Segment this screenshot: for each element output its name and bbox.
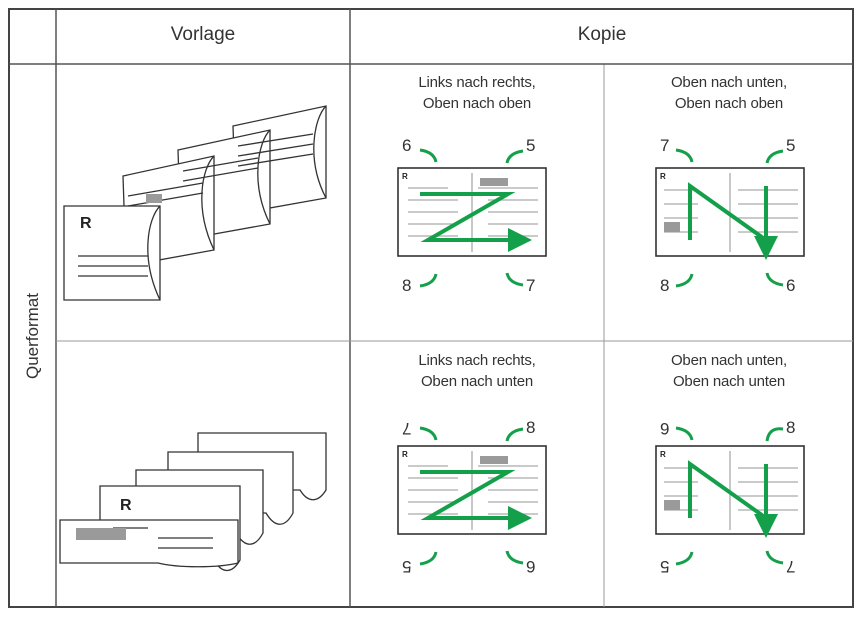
copy-letter: R	[660, 172, 666, 181]
page-number: 5	[402, 557, 412, 576]
original-letter-bottom: R	[120, 497, 132, 514]
corner-arrow-icon	[675, 551, 694, 566]
corner-arrow-icon	[505, 149, 524, 164]
corner-arrow-icon	[675, 426, 694, 441]
caption-cell-3: Links nach rechts,Oben nach unten	[418, 352, 536, 390]
copy-letter: R	[402, 450, 408, 459]
corner-arrow-icon	[505, 550, 524, 565]
page-number: 7	[402, 419, 412, 438]
header-original: Vorlage	[170, 24, 236, 45]
caption-cell-1: Links nach rechts,Oben nach oben	[418, 74, 536, 112]
page-number: 7	[660, 136, 670, 155]
page-number: 6	[660, 419, 670, 438]
copy-letter: R	[402, 172, 408, 181]
corner-arrow-icon	[765, 550, 784, 565]
corner-arrow-icon	[675, 273, 694, 288]
page-number: 6	[526, 557, 536, 576]
copy-diagram-3	[397, 445, 547, 535]
page-number: 7	[786, 557, 796, 576]
table-grid: R R	[8, 8, 854, 608]
row-label-landscape: Querformat	[23, 293, 42, 379]
corner-arrow-icon	[419, 148, 438, 163]
header-copy: Kopie	[577, 24, 627, 45]
original-pages-illustration-top	[63, 105, 327, 301]
original-letter-top: R	[80, 215, 92, 232]
corner-arrow-icon	[419, 426, 438, 441]
corner-arrow-icon	[765, 272, 784, 287]
corner-arrow-icon	[675, 148, 694, 163]
corner-arrow-icon	[765, 149, 784, 164]
page-number: 5	[660, 557, 670, 576]
page-number: 8	[402, 276, 412, 295]
copy-diagram-2	[655, 167, 805, 260]
page-number: 6	[402, 136, 412, 155]
table-border	[8, 8, 854, 608]
caption-cell-4: Oben nach unten,Oben nach unten	[670, 352, 788, 390]
page-number: 5	[786, 136, 796, 155]
corner-arrow-icon	[419, 273, 438, 288]
corner-arrow-icon	[505, 427, 524, 442]
layout-table: R R	[8, 8, 854, 608]
page-number: 8	[786, 418, 796, 437]
copy-diagram-4	[655, 445, 805, 538]
page-number: 8	[526, 418, 536, 437]
copy-letter: R	[660, 450, 666, 459]
page-number: 6	[786, 276, 796, 295]
corner-arrow-icon	[505, 272, 524, 287]
page-number: 5	[526, 136, 536, 155]
page-number: 7	[526, 276, 536, 295]
copy-diagram-1	[397, 167, 547, 257]
page-number: 8	[660, 276, 670, 295]
corner-arrow-icon	[765, 427, 784, 442]
caption-cell-2: Oben nach unten,Oben nach oben	[670, 74, 788, 112]
original-pages-illustration-bottom	[59, 432, 327, 572]
corner-arrow-icon	[419, 551, 438, 566]
